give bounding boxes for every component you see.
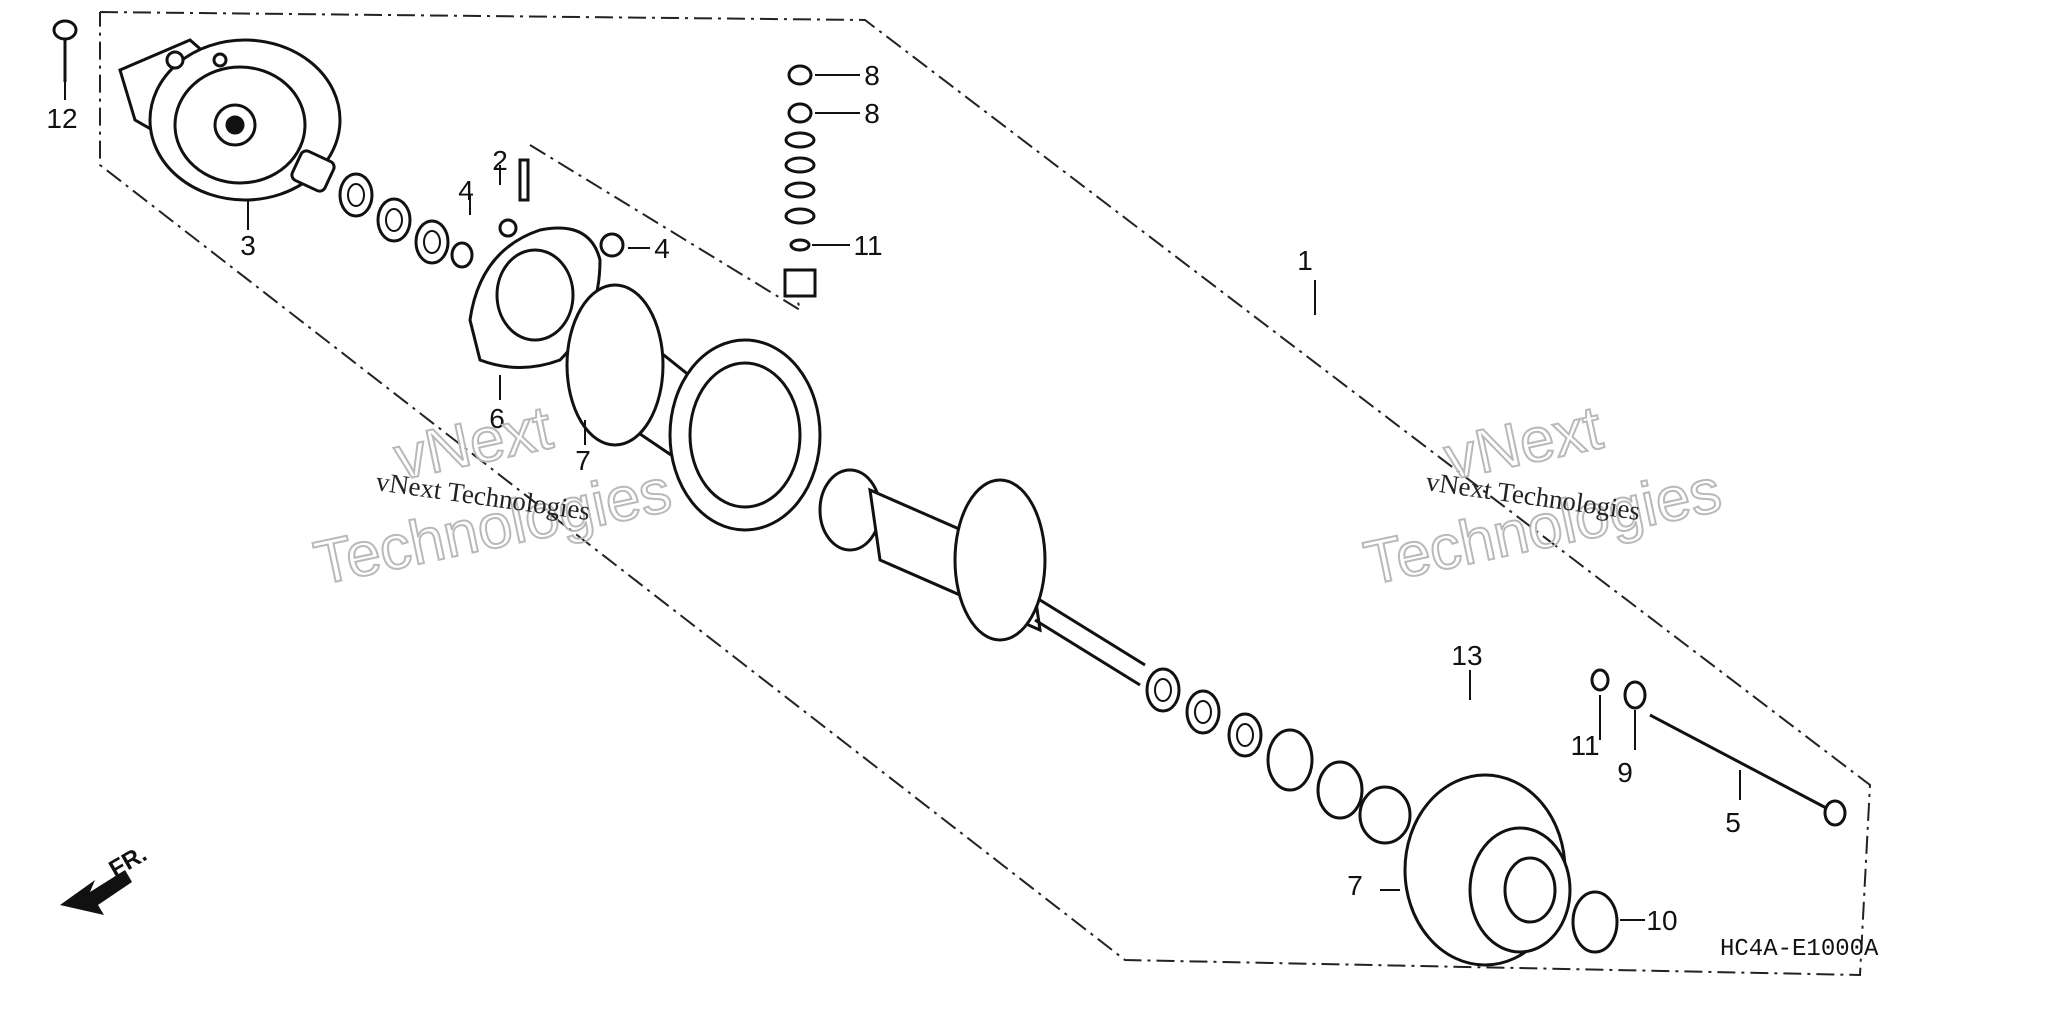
brush-holder (468, 158, 625, 369)
callout-8b: 8 (864, 98, 880, 129)
leader-lines (64, 74, 1741, 921)
armature (818, 468, 1146, 687)
drawing-code: HC4A-E1000A (1720, 936, 1879, 963)
arrow-icon (60, 870, 132, 915)
small-parts (52, 19, 1647, 710)
callout-4a: 4 (458, 175, 474, 206)
callout-5: 5 (1725, 807, 1741, 838)
callout-3: 3 (240, 230, 256, 261)
callout-10: 10 (1646, 905, 1677, 936)
callout-2: 2 (492, 145, 508, 176)
callout-13: 13 (1451, 640, 1482, 671)
callout-1: 1 (1297, 245, 1313, 276)
watermark-right: vNext Technologies vNext Technologies (1358, 392, 1728, 599)
callout-4b: 4 (654, 233, 670, 264)
front-washers (1145, 667, 1412, 845)
through-bolt (1649, 713, 1847, 827)
watermark-left-line2: Technologies (309, 456, 677, 599)
callout-11b: 11 (1570, 730, 1599, 761)
callout-8a: 8 (864, 60, 880, 91)
callout-11a: 11 (853, 230, 882, 261)
yoke (565, 283, 822, 532)
rear-cover (118, 38, 342, 202)
callout-7b: 7 (1347, 870, 1363, 901)
bushing-and-washers (290, 149, 474, 269)
callout-7a: 7 (575, 445, 591, 476)
front-cover (1403, 773, 1619, 967)
direction-label: FR. (105, 840, 152, 883)
terminal-nut-stack (783, 64, 817, 298)
watermark-right-line2: Technologies (1359, 456, 1727, 599)
callout-6: 6 (489, 403, 505, 434)
callout-12: 12 (46, 103, 77, 134)
front-direction-arrow: FR. (60, 840, 151, 915)
callout-9: 9 (1617, 757, 1633, 788)
